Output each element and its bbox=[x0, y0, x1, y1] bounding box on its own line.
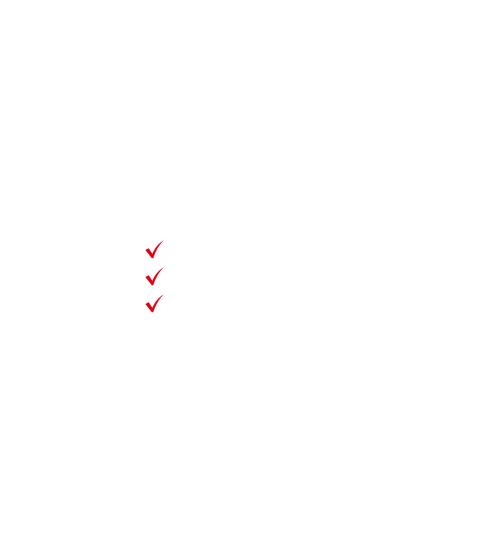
check-icon bbox=[144, 239, 165, 260]
checklist bbox=[144, 236, 165, 317]
checklist-item bbox=[144, 236, 165, 263]
checklist-item bbox=[144, 263, 165, 290]
checklist-item bbox=[144, 290, 165, 317]
check-icon bbox=[144, 266, 165, 287]
check-icon bbox=[144, 293, 165, 314]
